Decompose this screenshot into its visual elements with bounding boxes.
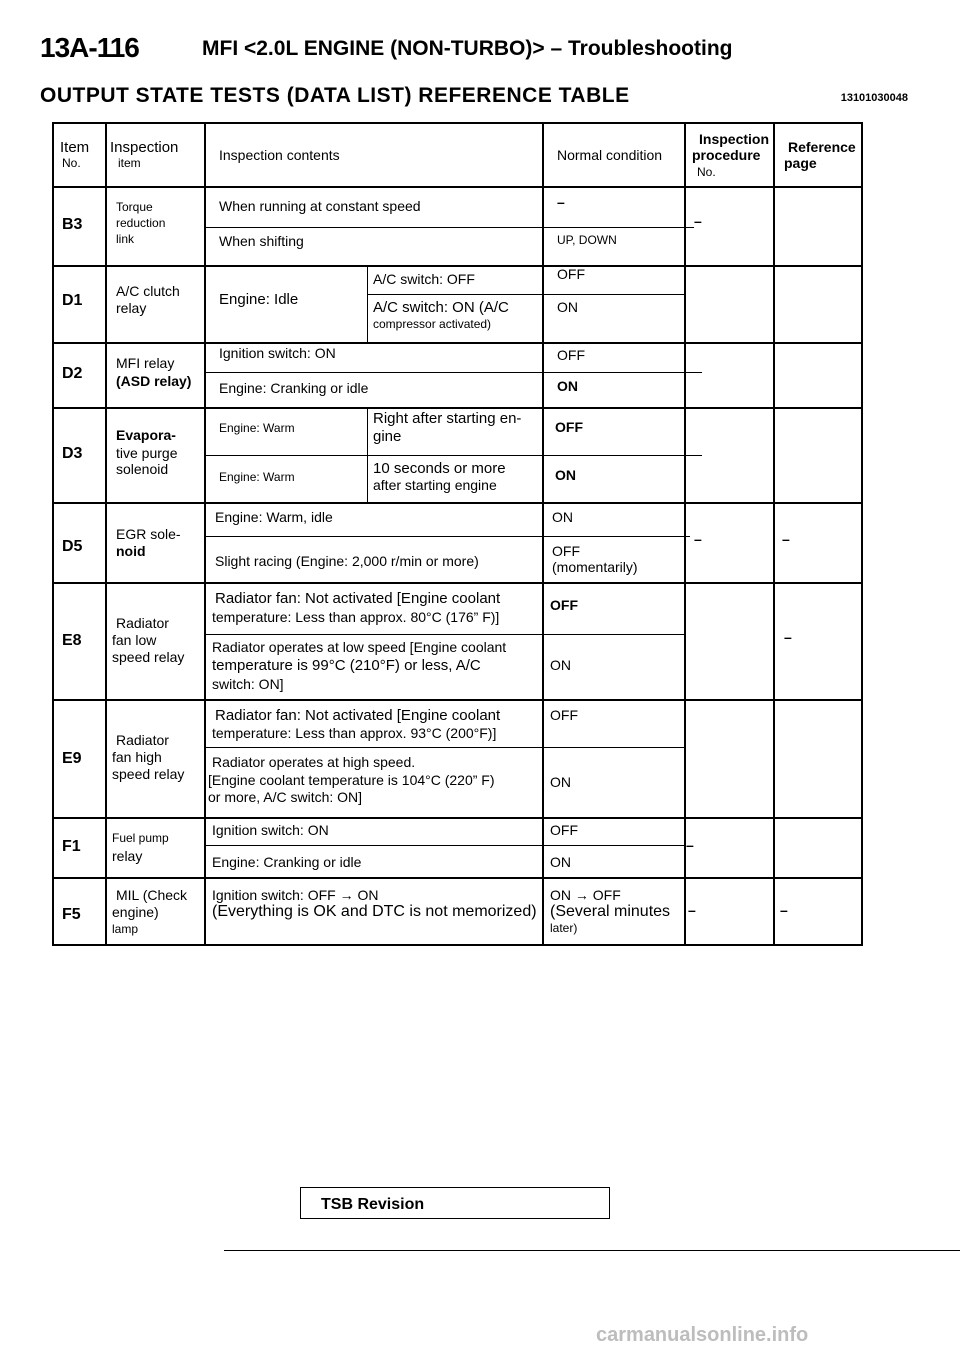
col-divider xyxy=(542,122,544,946)
sub-row-divider xyxy=(204,747,684,748)
table-border-bottom xyxy=(52,944,863,946)
reference-table: Item No. Inspection item Inspection cont… xyxy=(52,122,863,946)
col-divider xyxy=(105,122,107,946)
section-header: OUTPUT STATE TESTS (DATA LIST) REFERENCE… xyxy=(40,84,920,112)
watermark: carmanualsonline.info xyxy=(596,1324,809,1346)
row-divider xyxy=(52,265,863,267)
row-divider xyxy=(52,502,863,504)
row-divider xyxy=(52,817,863,819)
col-header-item: Item xyxy=(60,139,90,156)
col-divider xyxy=(204,122,206,946)
page-title: MFI <2.0L ENGINE (NON-TURBO)> – Troubles… xyxy=(202,37,733,60)
col-header-inspection: Inspection xyxy=(110,139,179,156)
page-number: 13A-116 xyxy=(40,32,140,63)
col-header-item-sub: item xyxy=(118,156,141,170)
col-divider xyxy=(684,122,686,946)
sub-col-divider xyxy=(367,407,368,502)
col-header-reference-1: Reference xyxy=(788,139,856,155)
sub-row-divider xyxy=(204,372,702,373)
table-border-right xyxy=(861,122,863,946)
sub-row-divider xyxy=(204,845,684,846)
row-divider xyxy=(52,342,863,344)
section-title: OUTPUT STATE TESTS (DATA LIST) REFERENCE… xyxy=(40,84,630,107)
row-divider xyxy=(52,699,863,701)
sub-row-divider xyxy=(204,634,684,635)
col-divider xyxy=(773,122,775,946)
col-header-procedure-2: procedure xyxy=(692,147,761,163)
col-header-no: No. xyxy=(62,156,81,170)
row-divider xyxy=(52,582,863,584)
sub-row-divider xyxy=(204,227,694,228)
col-header-reference-2: page xyxy=(784,155,817,171)
table-border-left xyxy=(52,122,54,946)
sub-col-divider xyxy=(367,265,368,342)
row-divider xyxy=(52,877,863,879)
footer-rule xyxy=(224,1250,960,1251)
sub-row-divider xyxy=(204,455,702,456)
item-no: B3 xyxy=(62,216,83,233)
col-header-contents: Inspection contents xyxy=(219,147,340,163)
tsb-revision-box: TSB Revision xyxy=(300,1187,610,1219)
col-header-procedure-1: Inspection xyxy=(699,131,770,147)
document-code: 13101030048 xyxy=(840,92,908,104)
sub-row-divider xyxy=(204,536,690,537)
col-header-normal: Normal condition xyxy=(557,147,663,163)
col-header-procedure-3: No. xyxy=(697,165,716,179)
page-header: 13A-116 MFI <2.0L ENGINE (NON-TURBO)> – … xyxy=(40,32,920,66)
table-border-top xyxy=(52,122,863,124)
sub-row-divider xyxy=(367,294,684,295)
tsb-revision-label: TSB Revision xyxy=(321,1196,425,1213)
row-divider xyxy=(52,186,863,188)
row-divider xyxy=(52,407,863,409)
